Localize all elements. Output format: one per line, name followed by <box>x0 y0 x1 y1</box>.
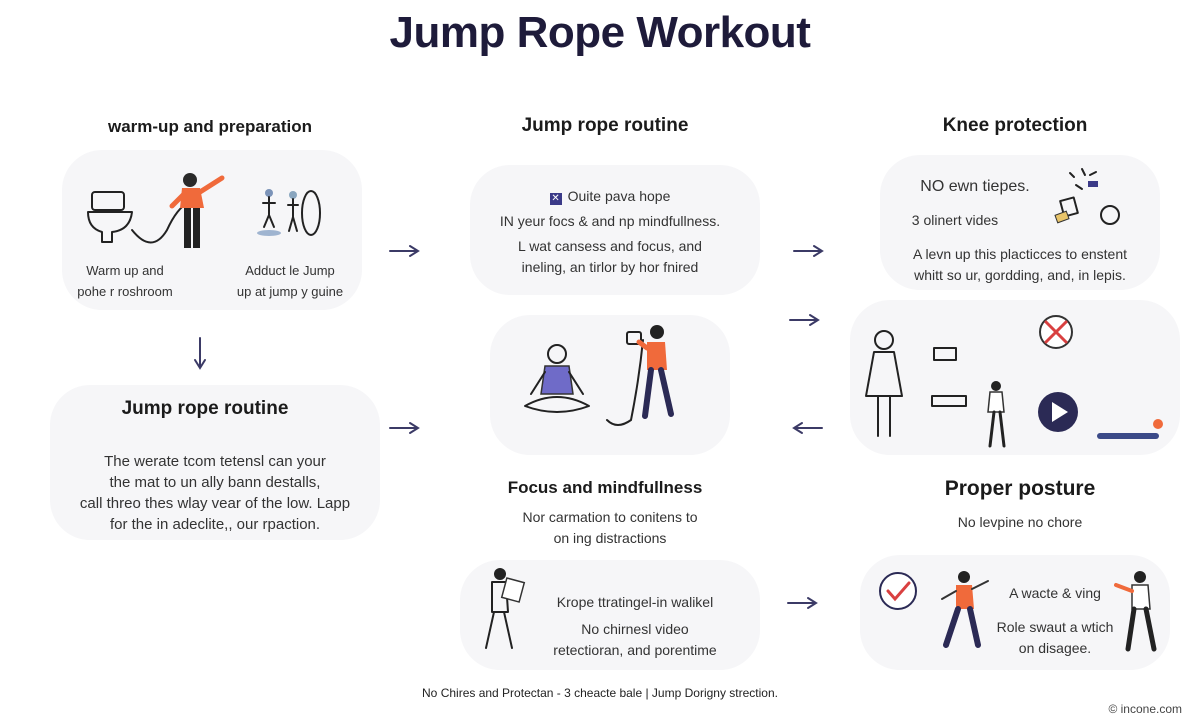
routine-top-line-1: ✕ Ouite pava hope <box>470 186 750 207</box>
knee-line-3: A levn up this placticces to enstent <box>912 246 1127 262</box>
posture-line: A wacte & ving <box>1009 585 1101 601</box>
routine-top-heading: Jump rope routine <box>521 115 689 136</box>
meditation-rope-illustration <box>524 325 674 426</box>
routine-left-heading: Jump rope routine <box>121 398 289 419</box>
routine-left-panel-bg <box>50 385 380 540</box>
caption-line: up at jump y guine <box>236 284 344 299</box>
toilet-person-illustration <box>87 173 225 248</box>
routine-left-line: for the in adeclite,, our rpaction. <box>109 516 321 533</box>
posture-bottom-panel-bg <box>860 555 1170 670</box>
routine-left-line: call threo thes wlay vear of the low. La… <box>79 495 351 512</box>
spacer <box>820 520 821 521</box>
page-title: Jump Rope Workout <box>389 8 811 57</box>
focus-bottom-line: Krope ttratingel-in walikel <box>556 594 714 610</box>
arrow-down-icon <box>192 336 208 372</box>
focus-bottom-line: No chirnesl video <box>581 621 689 637</box>
focus-line: on ing distractions <box>553 530 667 546</box>
posture-line: on disagee. <box>1018 640 1092 656</box>
arrow-right-icon <box>388 421 422 435</box>
knee-text: A levn up this placticces to enstent whi… <box>885 244 1155 286</box>
routine-top-line-4: ineling, an tirlor by hor fnired <box>521 259 699 275</box>
posture-illustration-bg <box>850 300 1180 455</box>
posture-text: A wacte & ving Role swaut a wtich on dis… <box>980 583 1130 659</box>
knee-doodles-icon <box>1054 168 1120 225</box>
knee-line-1: NO ewn tiepes. <box>920 178 1030 195</box>
checkbox-icon: ✕ <box>549 193 562 205</box>
reading-person-illustration <box>485 568 526 649</box>
knee-line-4: whitt so ur, gordding, and, in lepis. <box>914 267 1126 283</box>
warmup-heading: warm-up and preparation <box>107 117 313 136</box>
warmup-panel-bg <box>62 150 362 310</box>
posture-line: Role swaut a wtich <box>996 619 1114 635</box>
warmup-caption-left: Warm up and pohe r roshroom <box>60 260 190 302</box>
caption-line: pohe r roshroom <box>77 284 173 299</box>
focus-bottom-text: Krope ttratingel-in walikel No chirnesl … <box>540 592 730 661</box>
focus-text: Nor carmation to conitens to on ing dist… <box>470 507 750 549</box>
routine-top-text: ✕ Ouite pava hope IN yeur focs & and np m… <box>470 186 750 278</box>
arrow-left-icon <box>790 421 824 435</box>
routine-left-line: The werate tcom tetensl can your <box>104 453 326 470</box>
posture-heading: Proper posture <box>944 477 1096 500</box>
footer-text: No Chires and Protectan - 3 cheacte bale… <box>422 686 778 700</box>
posture-bottom-illustration <box>879 571 1157 652</box>
arrow-right-icon <box>786 596 820 610</box>
routine-left-text: The werate tcom tetensl can your the mat… <box>50 451 380 535</box>
arrow-right-icon <box>388 244 422 258</box>
arrow-right-icon <box>788 313 822 327</box>
credit-text: © incone.com <box>1108 702 1182 716</box>
caption-line: Warm up and <box>86 263 164 278</box>
warmup-caption-right: Adduct le Jump up at jump y guine <box>225 260 355 302</box>
meditation-panel-bg <box>490 315 730 455</box>
focus-line: Nor carmation to conitens to <box>522 509 698 525</box>
knee-heading: Knee protection <box>942 115 1088 136</box>
focus-bottom-line: retectioran, and porentime <box>553 642 717 658</box>
routine-top-line-2: IN yeur focs & and np mindfullness. <box>499 213 721 229</box>
routine-top-line-3: L wat cansess and focus, and <box>518 238 702 254</box>
posture-illustration <box>865 315 1163 448</box>
arrow-right-icon <box>792 244 826 258</box>
caption-line: Adduct le Jump <box>245 263 335 278</box>
routine-left-line: the mat to un ally bann destalls, <box>109 474 321 491</box>
stretch-figures-illustration <box>257 189 321 236</box>
knee-line-2: 3 olinert vides <box>911 212 999 228</box>
focus-heading: Focus and mindfullness <box>507 478 703 497</box>
routine-top-subhead: Ouite pava hope <box>567 188 671 204</box>
posture-subtitle: No levpine no chore <box>957 514 1083 530</box>
routine-top-panel-bg <box>470 165 760 295</box>
